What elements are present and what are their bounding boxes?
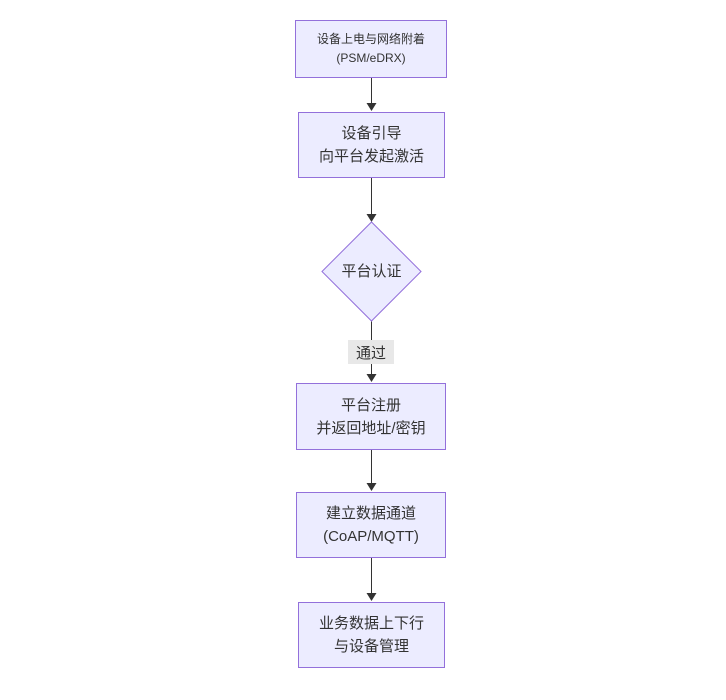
arrow-down-icon: [366, 374, 377, 382]
node-label-line: 并返回地址/密钥: [316, 419, 426, 437]
node-label-line: 向平台发起激活: [318, 148, 424, 165]
decision-platform-auth-label: 平台认证: [341, 263, 402, 280]
node-data-channel: 建立数据通道 (CoAP/MQTT): [296, 492, 446, 558]
node-label-line: 建立数据通道: [325, 505, 416, 522]
node-label-line: 平台注册: [340, 396, 401, 414]
node-business-data: 业务数据上下行 与设备管理: [298, 602, 445, 668]
node-label-line: 与设备管理: [333, 638, 409, 655]
node-label-line: 设备引导: [341, 125, 402, 142]
node-label-line: (PSM/eDRX): [336, 51, 406, 65]
arrow-down-icon: [366, 214, 377, 222]
node-label-line: 业务数据上下行: [318, 615, 424, 632]
arrow-down-icon: [366, 103, 377, 111]
arrow-down-icon: [366, 593, 377, 601]
node-label-line: (CoAP/MQTT): [323, 528, 419, 545]
node-label-line: 设备上电与网络附着: [316, 32, 425, 46]
edge-label-pass: 通过: [348, 340, 394, 364]
node-platform-register: 平台注册 并返回地址/密钥: [296, 383, 446, 450]
arrow-down-icon: [366, 483, 377, 491]
node-power-on-network-attach: 设备上电与网络附着 (PSM/eDRX): [295, 20, 447, 78]
node-device-bootstrap: 设备引导 向平台发起激活: [298, 112, 445, 178]
